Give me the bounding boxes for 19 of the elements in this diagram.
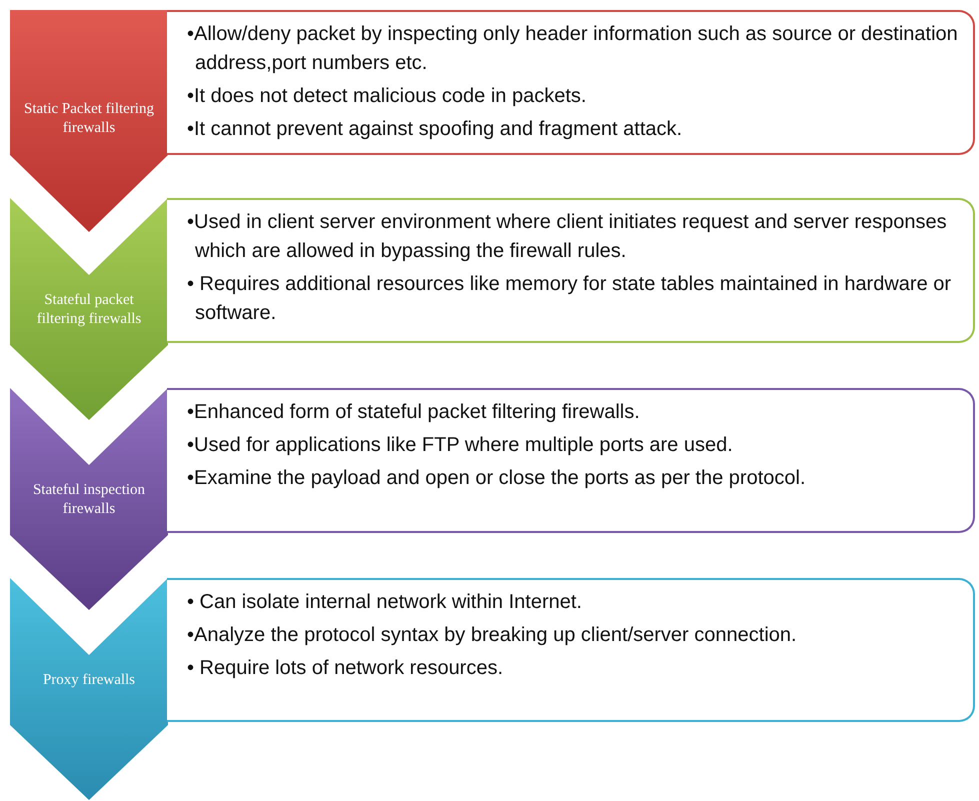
bullet-point: • Requires additional resources like memory for state tables maintained in hardware or software. bbox=[187, 272, 952, 326]
bullet-point: •Enhanced form of stateful packet filtering firewalls. bbox=[187, 400, 641, 425]
bullet-point: •Examine the payload and open or close the ports as per the protocol. bbox=[187, 466, 806, 491]
bullet-point: •It cannot prevent against spoofing and fragment attack. bbox=[187, 117, 684, 142]
bullet-point: •It does not detect malicious code in packets. bbox=[187, 84, 588, 109]
category-label: Stateful inspection firewalls bbox=[32, 481, 146, 519]
bullet-point: •Used for applications like FTP where multiple ports are used. bbox=[187, 433, 734, 458]
bullet-point: •Analyze the protocol syntax by breaking up client/server connection. bbox=[187, 623, 798, 648]
description-panel bbox=[167, 198, 975, 343]
bullet-point: • Can isolate internal network within Internet. bbox=[187, 590, 583, 615]
description-panel bbox=[167, 578, 975, 722]
category-label: Proxy firewalls bbox=[42, 671, 136, 690]
bullet-point: •Allow/deny packet by inspecting only header information such as source or destination address,port numbers etc. bbox=[187, 22, 959, 76]
bullet-point: •Used in client server environment where client initiates request and server responses which are allowed in bypassing the firewall rules. bbox=[187, 210, 948, 264]
category-label: Stateful packet filtering firewalls bbox=[36, 291, 142, 329]
description-panel bbox=[167, 388, 975, 533]
category-label: Static Packet filtering firewalls bbox=[24, 100, 154, 138]
bullet-point: • Require lots of network resources. bbox=[187, 656, 504, 681]
description-panel bbox=[167, 10, 975, 155]
